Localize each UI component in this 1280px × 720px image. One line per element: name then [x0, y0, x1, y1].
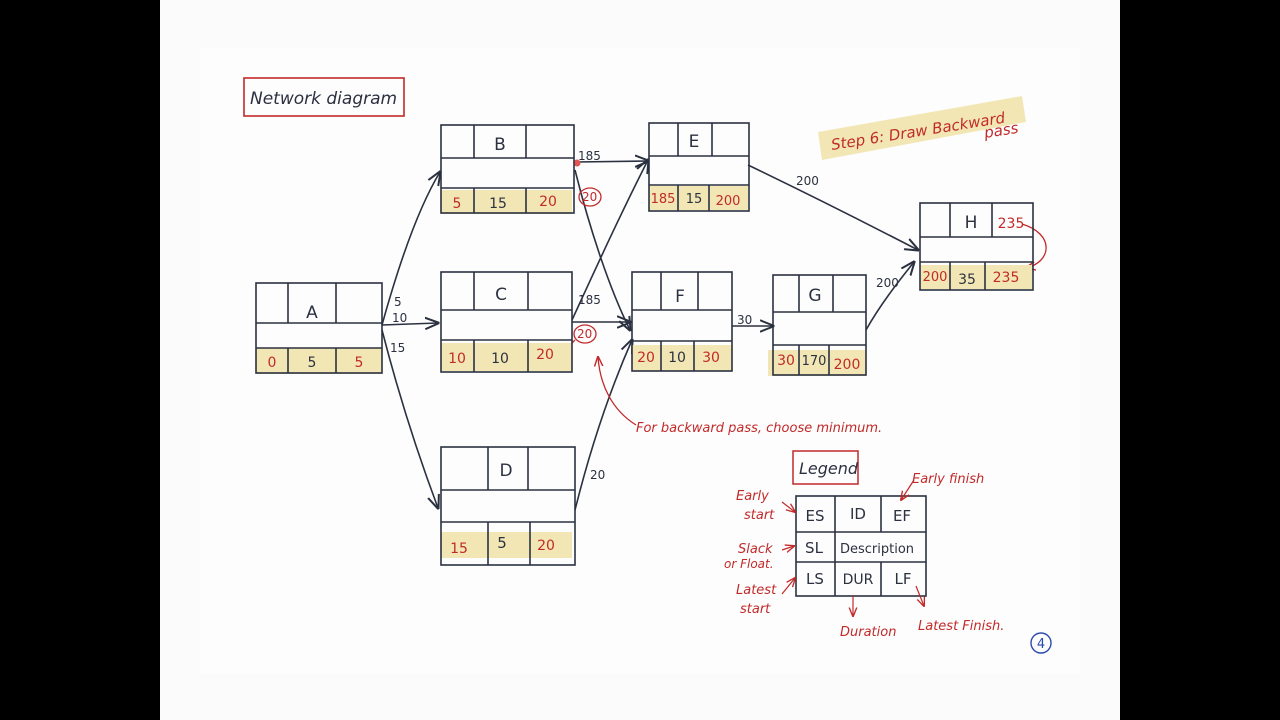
legend-latest-start-1: Latest [736, 583, 777, 598]
edge-a-d [381, 329, 438, 508]
page-number-badge: 4 [1030, 632, 1052, 654]
legend-latest-start-2: start [740, 602, 771, 617]
edges [381, 160, 918, 511]
legend-early-finish: Early finish [912, 472, 984, 487]
legend: Legend ES ID EF SL Description LS DUR LF [724, 450, 1004, 640]
node-h-name: H [965, 213, 978, 233]
legend-early-start-1: Early [736, 489, 769, 504]
node-b-name: B [494, 135, 506, 155]
edge-e-h [747, 164, 918, 250]
node-e-name: E [689, 132, 700, 152]
arrow-backward-note [598, 357, 637, 426]
edge-d-f [574, 340, 632, 511]
edge-label-c-e: 185 [578, 293, 601, 307]
legend-description: Description [840, 542, 914, 557]
edge-a-c [381, 323, 438, 325]
page-title: Network diagram [250, 89, 397, 109]
node-a: A 0 5 5 [255, 282, 383, 374]
circle-b-f [578, 187, 602, 207]
node-c-lf: 20 [536, 347, 554, 363]
node-a-lf: 5 [355, 355, 364, 371]
node-b-ls: 5 [453, 196, 462, 212]
edge-a-b [381, 172, 440, 326]
node-f-lf: 30 [702, 350, 720, 366]
node-a-ls: 0 [268, 355, 277, 371]
node-e-lf: 200 [716, 194, 741, 209]
node-c-name: C [495, 285, 507, 305]
node-g: G 30 170 200 [768, 274, 867, 376]
node-a-dur: 5 [308, 355, 317, 371]
edge-label-d-f: 20 [590, 468, 605, 482]
legend-es: ES [806, 507, 825, 525]
page-number: 4 [1037, 637, 1045, 652]
node-f-dur: 10 [668, 350, 686, 366]
node-d-dur: 5 [497, 534, 507, 552]
node-f-ls: 20 [637, 350, 655, 366]
edge-label-a-b: 5 [394, 295, 402, 309]
legend-sl: SL [805, 539, 824, 557]
node-a-name: A [306, 303, 318, 323]
legend-early-start-2: start [744, 508, 775, 523]
node-f: F 20 10 30 [631, 271, 733, 372]
edge-label-e-h: 200 [796, 174, 819, 188]
legend-ef: EF [893, 507, 911, 525]
node-c-dur: 10 [491, 351, 509, 367]
legend-lf: LF [895, 570, 912, 588]
edge-labels: 5 10 15 185 20 185 20 20 200 30 200 [390, 149, 899, 482]
node-d: D 15 5 20 [440, 446, 576, 566]
circle-c-f [573, 324, 597, 344]
node-h-lf: 235 [993, 270, 1020, 286]
node-d-ls: 15 [450, 541, 468, 557]
backward-pass-note: For backward pass, choose minimum. [636, 421, 882, 436]
red-dot [573, 159, 581, 167]
node-h-ls: 200 [923, 270, 948, 285]
node-e-dur: 15 [686, 192, 703, 207]
edge-label-c-f: 20 [577, 327, 592, 341]
node-g-name: G [808, 286, 821, 306]
legend-duration: Duration [840, 625, 896, 640]
node-b-lf: 20 [539, 194, 557, 210]
node-h-ef: 235 [998, 216, 1025, 232]
edge-g-h [865, 262, 914, 331]
legend-ls: LS [806, 570, 824, 588]
legend-latest-finish: Latest Finish. [918, 619, 1004, 634]
node-b-dur: 15 [489, 196, 507, 212]
node-g-ls: 30 [777, 353, 795, 369]
edge-label-f-g: 30 [737, 313, 752, 327]
node-h-dur: 35 [958, 272, 976, 288]
legend-slack-2: or Float. [724, 557, 774, 571]
node-g-dur: 170 [802, 354, 827, 369]
edge-b-e [574, 161, 648, 162]
edge-c-e [571, 160, 648, 321]
edge-label-g-h: 200 [876, 276, 899, 290]
node-f-name: F [675, 287, 685, 307]
node-h: H 235 200 35 235 [919, 202, 1034, 291]
node-e: E 185 15 200 [648, 122, 750, 212]
title-box: Network diagram [243, 77, 405, 117]
step-note: Step 6: Draw Backward pass [818, 96, 1026, 160]
legend-slack-1: Slack [738, 542, 773, 557]
node-e-ls: 185 [651, 192, 676, 207]
legend-id: ID [850, 505, 866, 523]
node-d-lf: 20 [537, 538, 555, 554]
node-d-name: D [499, 461, 512, 481]
edge-label-a-c: 10 [392, 311, 407, 325]
edge-label-b-e: 185 [578, 149, 601, 163]
step-note-line2: pass [982, 119, 1020, 142]
node-b: B 5 15 20 [440, 124, 575, 214]
node-g-lf: 200 [834, 357, 861, 373]
legend-dur: DUR [843, 572, 874, 588]
node-c: C 10 10 20 [440, 271, 573, 373]
node-c-ls: 10 [448, 351, 466, 367]
edge-label-a-d: 15 [390, 341, 405, 355]
legend-title: Legend [799, 459, 859, 478]
edge-label-b-f: 20 [582, 190, 597, 204]
